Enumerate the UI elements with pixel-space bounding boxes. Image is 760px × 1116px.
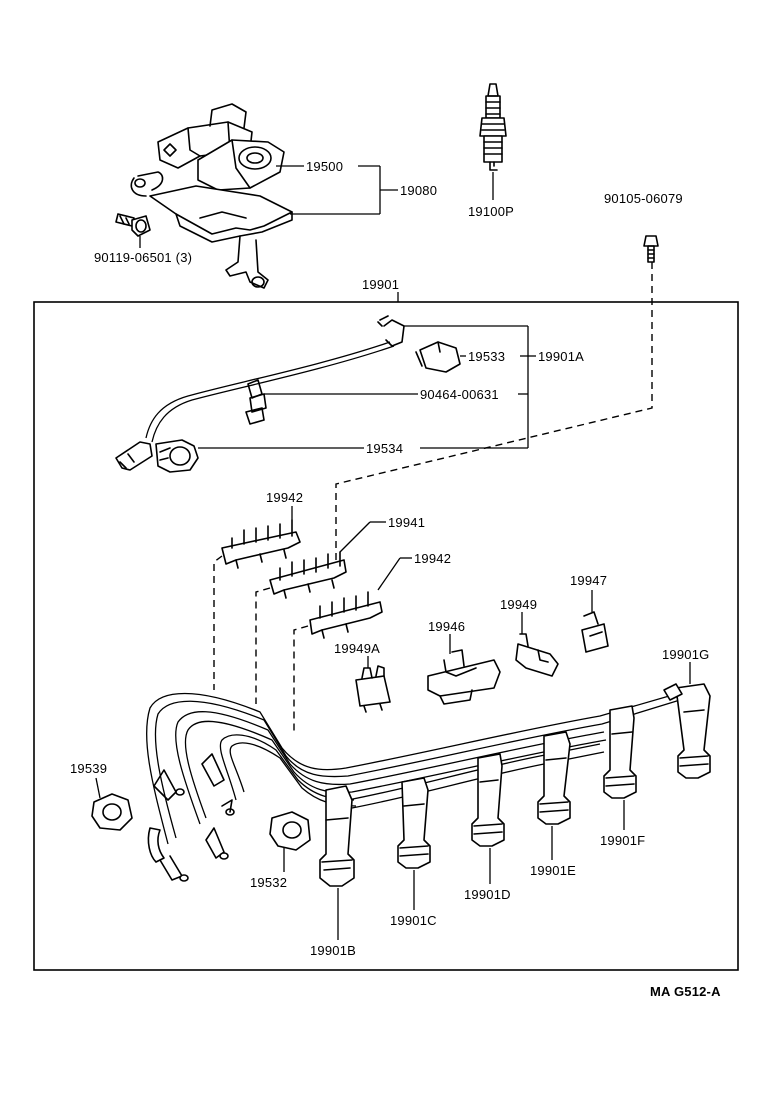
label-90105-06079: 90105-06079 (604, 191, 683, 206)
separator-19941[interactable] (269, 551, 347, 599)
label-19539: 19539 (70, 761, 107, 776)
label-19901: 19901 (362, 277, 399, 292)
grommet-19532[interactable] (269, 811, 311, 851)
clamp-19949A[interactable] (355, 665, 391, 713)
label-19947: 19947 (570, 573, 607, 588)
label-19500: 19500 (306, 159, 343, 174)
label-90464-00631: 90464-00631 (420, 387, 499, 402)
bolt-90119-06501[interactable] (115, 213, 151, 237)
label-19901F: 19901F (600, 833, 645, 848)
grommet-19539[interactable] (91, 793, 133, 831)
separator-19942-bottom[interactable] (309, 591, 383, 639)
clamp-19947[interactable] (581, 611, 609, 653)
spark-plug-cord-harness[interactable] (145, 683, 711, 887)
label-19100P: 19100P (468, 204, 514, 219)
leader-lines (95, 165, 691, 940)
label-19080: 19080 (400, 183, 437, 198)
label-19901D: 19901D (464, 887, 511, 902)
diagram-code: MA G512-A (650, 984, 721, 999)
label-19901A: 19901A (538, 349, 584, 364)
spark-plug-19100P[interactable] (479, 83, 507, 171)
label-19901E: 19901E (530, 863, 576, 878)
label-19942-top: 19942 (266, 490, 303, 505)
dashed-guides (213, 262, 653, 734)
label-19901G: 19901G (662, 647, 709, 662)
label-19949: 19949 (500, 597, 537, 612)
label-19534: 19534 (366, 441, 403, 456)
clamp-19949[interactable] (515, 633, 559, 677)
boot-19533[interactable] (415, 341, 461, 373)
label-19532: 19532 (250, 875, 287, 890)
label-19901B: 19901B (310, 943, 356, 958)
label-19949A: 19949A (334, 641, 380, 656)
coil-wire-19901A[interactable] (115, 315, 405, 473)
label-19946: 19946 (428, 619, 465, 634)
bolt-90105-06079[interactable] (643, 235, 659, 263)
clamp-19946[interactable] (427, 649, 501, 705)
ignition-coil-assembly[interactable] (130, 103, 293, 289)
label-19533: 19533 (468, 349, 505, 364)
label-90119-06501: 90119-06501 (3) (94, 250, 192, 265)
clamp-90464-00631[interactable] (245, 379, 267, 425)
part-labels: 19500 19080 19100P 90105-06079 90119-065… (70, 159, 721, 999)
label-19942-bottom: 19942 (414, 551, 451, 566)
cord-set-frame (33, 301, 739, 971)
label-19941: 19941 (388, 515, 425, 530)
separator-19942-top[interactable] (221, 519, 301, 569)
label-19901C: 19901C (390, 913, 437, 928)
